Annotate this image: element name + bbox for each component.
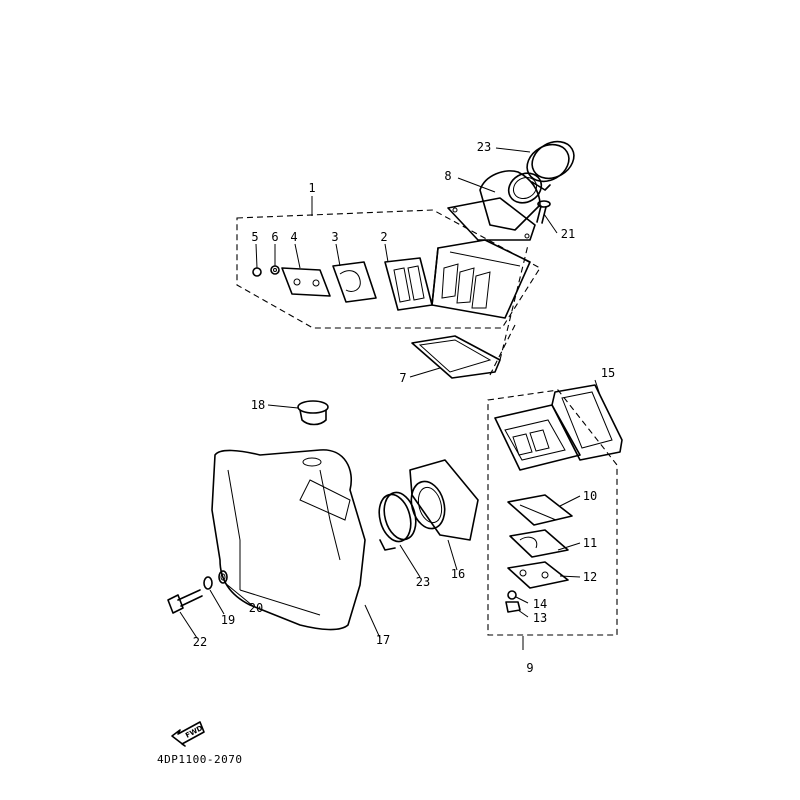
callout-2: 2 xyxy=(380,230,387,244)
callout-5: 5 xyxy=(251,230,258,244)
callout-18: 18 xyxy=(251,398,265,412)
callout-19: 19 xyxy=(221,613,235,627)
callout-15: 15 xyxy=(601,366,615,380)
part-14-washer xyxy=(507,590,517,600)
callout-23-upper: 23 xyxy=(477,140,491,154)
gasket-link-line xyxy=(499,244,529,361)
callout-4: 4 xyxy=(290,230,297,244)
callout-9: 9 xyxy=(526,661,533,675)
part-23-clamp-upper xyxy=(526,140,575,191)
part-21-screw xyxy=(536,200,551,224)
callout-22: 22 xyxy=(193,635,207,649)
callout-13: 13 xyxy=(533,611,547,625)
callout-20: 20 xyxy=(249,601,263,615)
part-5-bolt xyxy=(252,267,262,277)
part-18-cap xyxy=(297,400,329,426)
callout-1: 1 xyxy=(308,181,315,195)
part-2-reed xyxy=(384,257,433,311)
part-3-reed-stopper xyxy=(332,261,377,303)
part-13-nut xyxy=(505,601,521,613)
fwd-arrow-icon: FWD xyxy=(171,721,205,747)
callout-11: 11 xyxy=(583,536,597,550)
part-10-reed xyxy=(507,494,573,526)
callout-10: 10 xyxy=(583,489,597,503)
part-23-clamp-lower xyxy=(378,491,417,551)
callout-16: 16 xyxy=(451,567,465,581)
callout-21: 21 xyxy=(561,227,575,241)
part-7-gasket xyxy=(411,335,501,379)
reed-valve-block-upper xyxy=(431,239,531,319)
callout-6: 6 xyxy=(271,230,278,244)
part-20-o-ring xyxy=(218,570,228,584)
diagram-code: 4DP1100-2070 xyxy=(157,753,242,766)
callout-14: 14 xyxy=(533,597,547,611)
part-19-washer xyxy=(203,576,213,590)
assembly-1-boundary xyxy=(236,209,541,329)
part-9-reed-block xyxy=(494,404,581,471)
part-8-intake-joint xyxy=(447,170,543,241)
part-16-joint xyxy=(409,459,479,541)
part-11-stopper xyxy=(509,529,569,558)
leader-lines xyxy=(179,147,601,650)
part-17-silencer-housing xyxy=(211,449,366,631)
callout-17: 17 xyxy=(376,633,390,647)
callout-3: 3 xyxy=(331,230,338,244)
part-4-plate xyxy=(281,267,331,297)
callout-12: 12 xyxy=(583,570,597,584)
callout-7: 7 xyxy=(399,371,406,385)
part-6-washer xyxy=(270,265,280,275)
callout-23-lower: 23 xyxy=(416,575,430,589)
part-12-plate xyxy=(507,561,569,589)
assembly-9-boundary xyxy=(487,389,618,636)
callout-8: 8 xyxy=(444,169,451,183)
part-22-bolt xyxy=(167,589,203,614)
